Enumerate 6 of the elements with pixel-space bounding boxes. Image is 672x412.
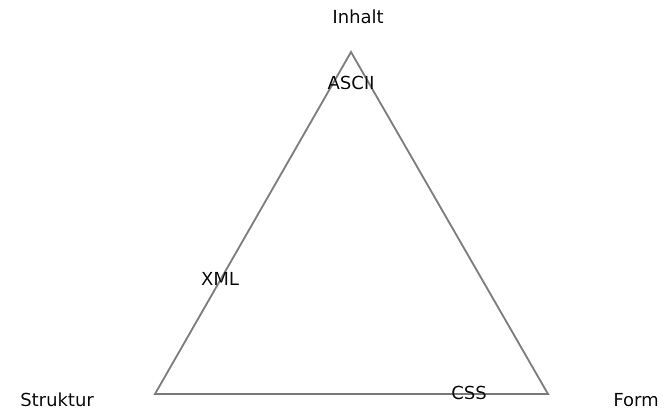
corner-label: Form xyxy=(613,391,659,411)
point-label: CSS xyxy=(451,384,487,404)
point-label: XML xyxy=(201,270,239,290)
corner-label: Struktur xyxy=(20,391,94,411)
corner-label: Inhalt xyxy=(332,8,384,28)
point-label: ASCII xyxy=(328,74,374,94)
